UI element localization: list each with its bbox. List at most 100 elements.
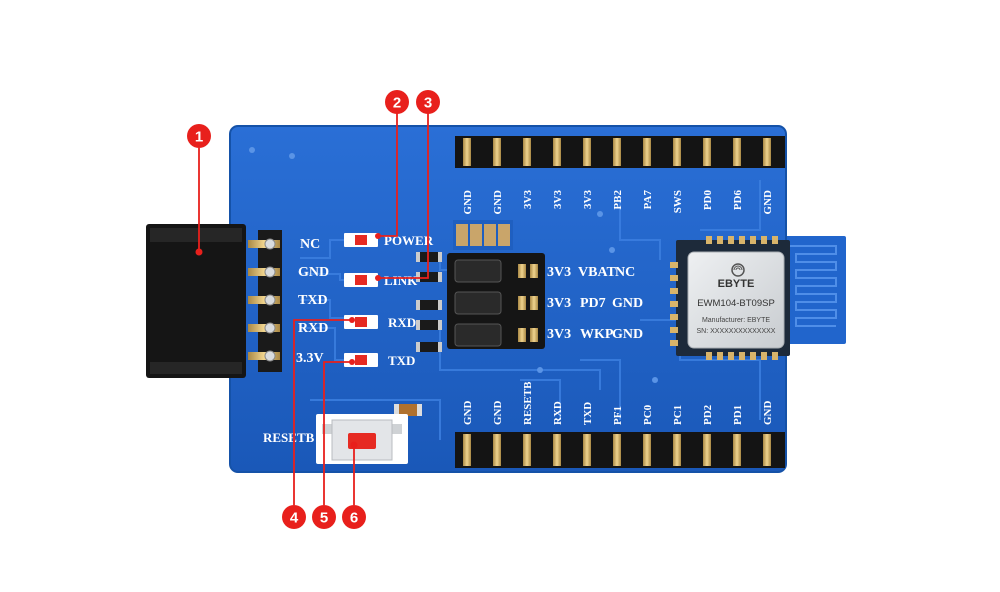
top-header-pin [583, 138, 591, 166]
jumper-row3-mid: WKP [580, 327, 614, 342]
top-header-label: PA7 [642, 190, 654, 210]
led-label-rxd: RXD [388, 315, 416, 330]
callout-badge-5-icon: 5 [312, 505, 336, 529]
left-header-pin [248, 296, 280, 304]
top-header-pin [553, 138, 561, 166]
bottom-header-pin [673, 434, 681, 466]
left-header-labels: NC GND TXD RXD 3.3V [296, 237, 329, 366]
antenna-tab [780, 236, 846, 344]
module-serial: SN: XXXXXXXXXXXXXX [697, 328, 776, 335]
callout-badge-3-icon: 3 [416, 90, 440, 114]
top-header-label: SWS [672, 190, 684, 213]
top-header: GND GND 3V3 3V3 3V3 PB2 PA7 SWS PD0 PD6 GND [455, 136, 785, 214]
module-model: EWM104-BT09SP [697, 298, 775, 309]
left-header-pin [248, 240, 280, 248]
bottom-header-label: RXD [552, 401, 564, 425]
module-brand: EBYTE [718, 278, 755, 290]
bottom-header-label: PD1 [732, 405, 744, 425]
bottom-header-label: PF1 [612, 406, 624, 425]
top-header-label: 3V3 [522, 190, 534, 209]
left-label-nc: NC [300, 237, 320, 252]
left-header-pin [248, 352, 280, 360]
bottom-header-pin [733, 434, 741, 466]
bottom-header-label: GND [462, 401, 474, 426]
bottom-header-pin [583, 434, 591, 466]
bottom-header-label: PC1 [672, 405, 684, 425]
svg-text:6: 6 [350, 510, 358, 527]
callout-badge-4-icon: 4 [282, 505, 306, 529]
bottom-header-label: PC0 [642, 404, 654, 425]
jumper-row3-left: 3V3 [547, 327, 571, 342]
bottom-header-pin [613, 434, 621, 466]
reset-button [316, 414, 408, 464]
callout-badge-2-icon: 2 [385, 90, 409, 114]
bottom-header-pin [703, 434, 711, 466]
jumper-block [447, 253, 545, 349]
bottom-header-label: RESETB [522, 381, 534, 425]
svg-text:1: 1 [195, 129, 203, 146]
reset-label: RESETB [263, 430, 315, 445]
left-label-rxd: RXD [298, 321, 328, 336]
jumper-row1-mid: VBAT [578, 265, 617, 280]
top-header-pin [613, 138, 621, 166]
top-header-pin [643, 138, 651, 166]
bottom-header-pin [553, 434, 561, 466]
ble-module: EBYTE EWM104-BT09SP Manufacturer: EBYTE … [670, 236, 790, 360]
top-header-pin [763, 138, 771, 166]
top-header-label: PB2 [612, 190, 624, 210]
usb-connector [146, 224, 246, 378]
svg-text:3: 3 [424, 95, 432, 112]
top-header-pin [523, 138, 531, 166]
ebyte-logo-icon [731, 263, 745, 277]
top-header-pin [733, 138, 741, 166]
bottom-header-pin [763, 434, 771, 466]
top-header-pin [703, 138, 711, 166]
bottom-header-pin [643, 434, 651, 466]
jumper-labels: 3V3 VBAT NC 3V3 PD7 GND 3V3 WKP GND [547, 265, 643, 342]
top-header-pin [493, 138, 501, 166]
top-header-label: GND [462, 190, 474, 215]
left-label-gnd: GND [298, 265, 329, 280]
bottom-header-label: GND [762, 401, 774, 426]
via-dots [249, 147, 658, 383]
top-header-label: 3V3 [582, 190, 594, 209]
bottom-header-label: PD2 [702, 404, 714, 425]
left-header-pin [248, 324, 280, 332]
led-label-link: LINK [384, 273, 418, 288]
left-header-pins [248, 230, 282, 372]
bottom-header-pin [493, 434, 501, 466]
left-label-txd: TXD [298, 293, 328, 308]
left-header-pin [248, 268, 280, 276]
jumper-row2-mid: PD7 [580, 296, 606, 311]
led-label-txd: TXD [388, 353, 415, 368]
bottom-header-pin [463, 434, 471, 466]
bottom-header-label: TXD [582, 402, 594, 425]
jumper-row3-right: GND [612, 327, 643, 342]
top-header-label: GND [762, 190, 774, 215]
svg-text:2: 2 [393, 95, 401, 112]
top-header-pin [673, 138, 681, 166]
bottom-header: GND GND RESETB RXD TXD PF1 PC0 PC1 PD2 PD1 GND [455, 381, 785, 468]
svg-text:5: 5 [320, 510, 328, 527]
jumper-row1-left: 3V3 [547, 265, 571, 280]
top-header-label: 3V3 [552, 190, 564, 209]
left-label-3v3: 3.3V [296, 351, 324, 366]
callout-lines [198, 112, 429, 505]
bottom-header-label: GND [492, 401, 504, 426]
callout-badge-6-icon: 6 [342, 505, 366, 529]
callout-badge-1-icon: 1 [187, 124, 211, 148]
top-header-pin [463, 138, 471, 166]
jumper-row1-right: NC [615, 265, 635, 280]
module-manufacturer: Manufacturer: EBYTE [702, 317, 770, 324]
capacitor-array [453, 220, 513, 250]
top-header-label: PD6 [732, 190, 744, 211]
svg-text:4: 4 [290, 510, 299, 527]
top-header-label: GND [492, 190, 504, 215]
resistors [394, 252, 442, 416]
top-header-label: PD0 [702, 190, 714, 211]
jumper-row2-left: 3V3 [547, 296, 571, 311]
callout-dots [195, 233, 381, 449]
bottom-header-pin [523, 434, 531, 466]
jumper-row2-right: GND [612, 296, 643, 311]
